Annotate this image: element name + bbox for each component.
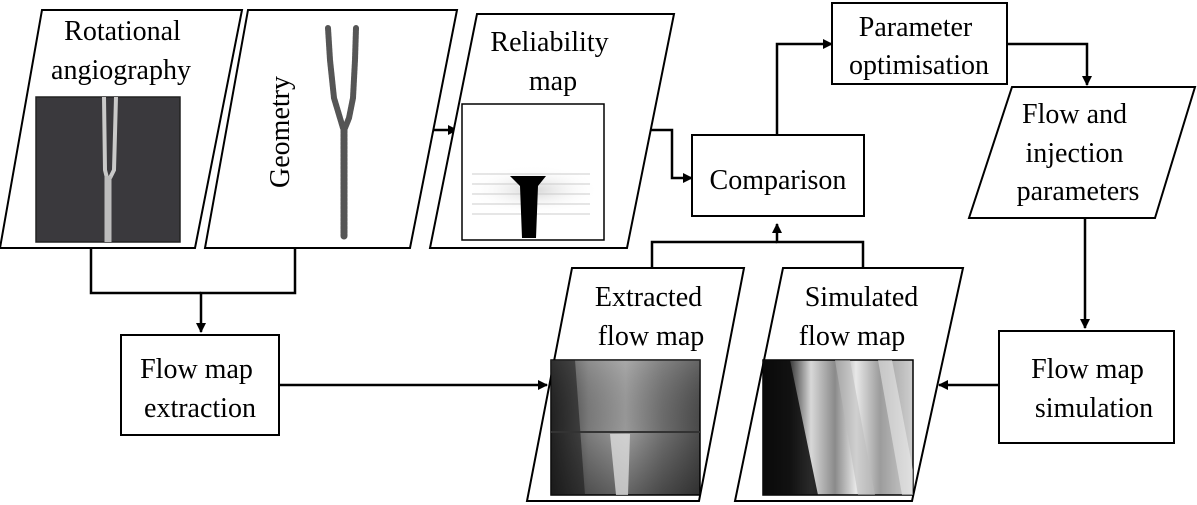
edges: [89, 39, 1092, 390]
node-flow-injection-parameters: Flow and injection parameters: [967, 86, 1197, 219]
angiography-projection-image: [35, 96, 181, 243]
edge-rotational-angiography-to-flow-map-extraction: [89, 245, 201, 295]
node-geometry: Geometry: [203, 9, 459, 249]
reliability-map-plot-image: [461, 103, 605, 241]
flow-map-simulation-label: Flow map simulation: [1031, 354, 1153, 424]
rotational-angiography-label: Rotational angiography: [51, 16, 191, 86]
node-flow-map-simulation: Flow map simulation: [998, 330, 1175, 444]
edge-parameter-optimisation-to-flow-injection-parameters: [1007, 42, 1092, 86]
node-simulated-flow-map: Simulated flow map: [733, 267, 965, 502]
flow-injection-parameters-label: Flow and injection parameters: [1017, 99, 1140, 207]
extracted-flow-map-label: Extracted flow map: [595, 282, 709, 352]
node-rotational-angiography: Rotational angiography: [0, 9, 244, 249]
edge-simulated-flow-map-to-comparison: [772, 223, 865, 268]
geometry-label: Geometry: [265, 76, 296, 188]
edge-comparison-to-parameter-optimisation: [775, 39, 833, 135]
flow-map-extraction-label: Flow map extraction: [140, 354, 260, 424]
node-comparison: Comparison: [691, 134, 865, 217]
reliability-map-label: Reliability map: [490, 27, 615, 97]
node-reliability-map: Reliability map: [428, 13, 676, 249]
node-extracted-flow-map: Extracted flow map: [525, 267, 746, 502]
simulated-flow-map-label: Simulated flow map: [799, 282, 926, 352]
node-parameter-optimisation: Parameter optimisation: [831, 2, 1008, 85]
vessel-centerline-tree-image: [325, 25, 359, 240]
node-flow-map-extraction: Flow map extraction: [120, 334, 280, 436]
parameter-optimisation-label: Parameter optimisation: [849, 12, 989, 81]
edge-geometry-to-flow-map-extraction: [196, 245, 297, 333]
simulated-flow-map-image: [762, 359, 914, 496]
edge-extracted-flow-map-to-comparison: [650, 240, 777, 268]
comparison-label: Comparison: [710, 165, 847, 196]
extracted-flow-map-image: [550, 359, 701, 496]
